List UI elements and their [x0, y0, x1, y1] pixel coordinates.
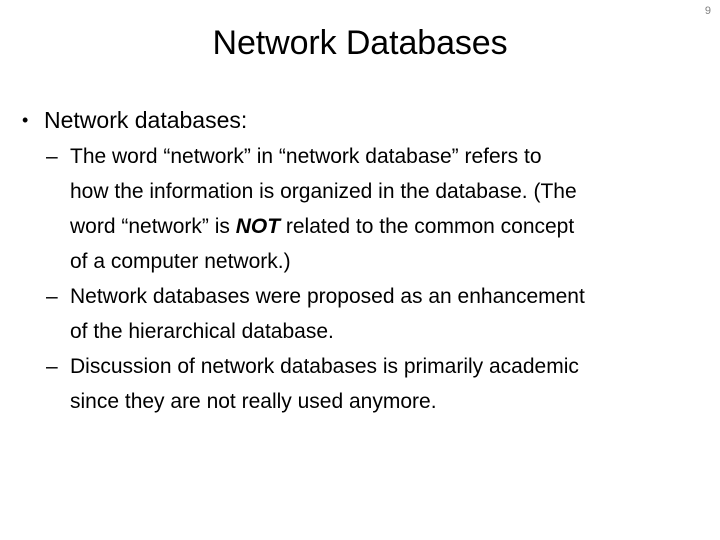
sub-bullet-1-line-3: word “network” is NOT related to the com…	[70, 209, 720, 244]
bullet-dash-icon: –	[46, 145, 58, 168]
sub-bullet-item-1: – The word “network” in “network databas…	[0, 139, 720, 279]
sub-bullet-3-line-1: Discussion of network databases is prima…	[70, 355, 579, 378]
page-title: Network Databases	[212, 24, 508, 62]
sub-bullet-1-line-4: of a computer network.)	[70, 250, 291, 273]
bullet-dash-icon: –	[46, 285, 58, 308]
sub-bullet-1-line-1: The word “network” in “network database”…	[70, 145, 542, 168]
sub-bullet-item-3: – Discussion of network databases is pri…	[0, 349, 720, 419]
sub-bullet-item-2: – Network databases were proposed as an …	[0, 279, 720, 349]
sub-bullet-list: – The word “network” in “network databas…	[0, 139, 720, 419]
sub-bullet-1-line-3-part-b: related to the common concept	[280, 215, 575, 238]
sub-bullet-3-line-2: since they are not really used anymore.	[70, 390, 437, 413]
sub-bullet-1-line-2: how the information is organized in the …	[70, 180, 577, 203]
sub-bullet-3-text: Discussion of network databases is prima…	[70, 349, 720, 419]
sub-bullet-1-line-3-part-a: word “network” is	[70, 215, 236, 238]
sub-bullet-2-line-2: of the hierarchical database.	[70, 320, 334, 343]
sub-bullet-1-text: The word “network” in “network database”…	[70, 139, 720, 279]
bullet-dot-icon: •	[22, 110, 29, 130]
bullet-dash-icon: –	[46, 355, 58, 378]
bullet-level1-text: Network databases:	[44, 107, 248, 133]
sub-bullet-2-text: Network databases were proposed as an en…	[70, 279, 720, 349]
bullet-item-level1: • Network databases:	[0, 104, 720, 136]
emphasis-not: NOT	[235, 215, 281, 238]
slide-content: • Network databases: – The word “network…	[0, 104, 720, 419]
sub-bullet-2-line-1: Network databases were proposed as an en…	[70, 285, 585, 308]
page-number: 9	[704, 5, 711, 17]
